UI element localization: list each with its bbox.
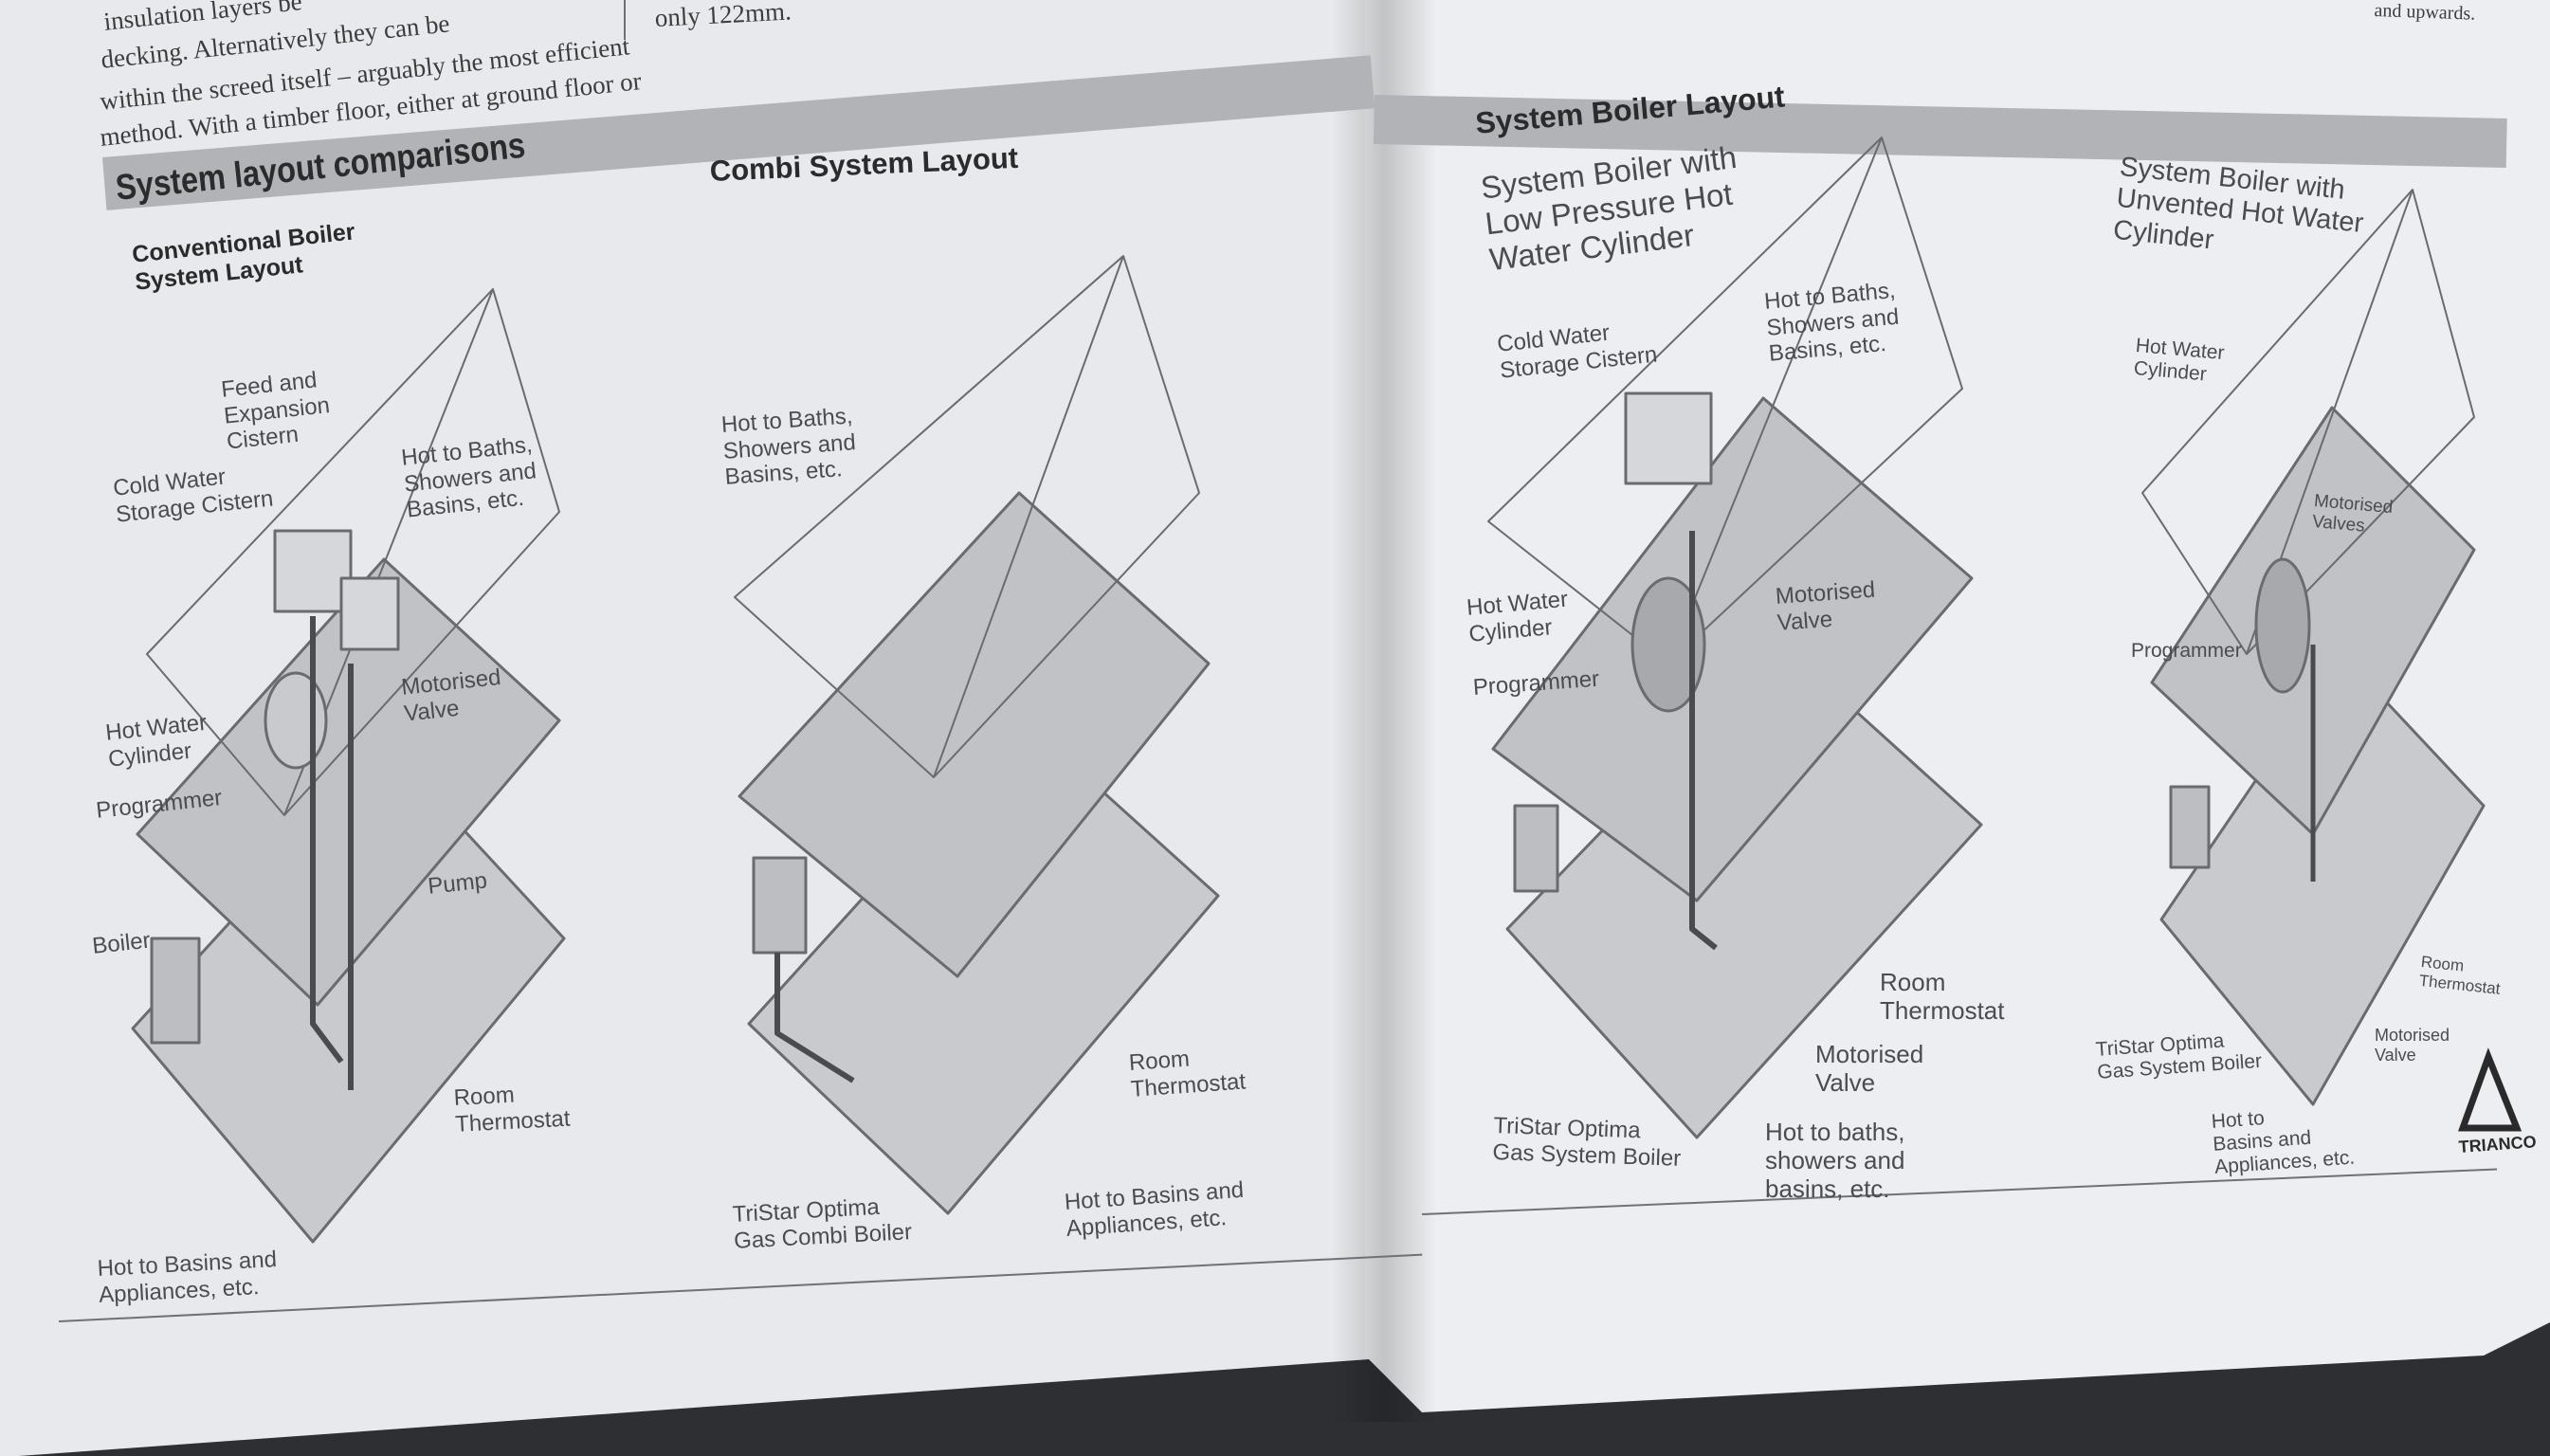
combi-boiler-label: TriStar Optima Gas Combi Boiler: [732, 1193, 913, 1254]
conv-room-thermostat-label: Room Thermostat: [453, 1082, 572, 1138]
conv-motorised-valve-label: Motorised Valve: [400, 664, 502, 727]
lp-motorised-valve-2-label: Motorised Valve: [1815, 1040, 1924, 1097]
lp-hot-basins-label: Hot to baths, showers and basins, etc.: [1765, 1118, 1905, 1203]
lp-boiler-label: TriStar Optima Gas System Boiler: [1492, 1113, 1682, 1172]
book-gutter: [1332, 0, 1436, 1422]
conv-hot-water-cylinder-label: Hot Water Cylinder: [104, 709, 209, 773]
unvented-diagram: [2141, 189, 2486, 1106]
uv-programmer-label: Programmer: [2131, 640, 2242, 662]
conv-hot-baths-label: Hot to Baths, Showers and Basins, etc.: [400, 431, 538, 523]
conventional-diagram: [131, 288, 566, 1244]
lp-hot-baths-label: Hot to Baths, Showers and Basins, etc.: [1763, 277, 1901, 367]
conv-feed-expansion-label: Feed and Expansion Cistern: [220, 367, 332, 455]
combi-hot-baths-label: Hot to Baths, Showers and Basins, etc.: [720, 403, 857, 490]
uv-motorised-valve-label: Motorised Valve: [2375, 1026, 2450, 1065]
combi-diagram: [734, 255, 1220, 1215]
uv-motorised-valves-label: Motorised Valves: [2311, 491, 2395, 537]
combi-room-thermostat-label: Room Thermostat: [1128, 1046, 1247, 1102]
trianco-logo-mark: [2458, 1047, 2523, 1132]
uv-hot-basins-label: Hot to Basins and Appliances, etc.: [2211, 1107, 2356, 1179]
lp-hot-water-cylinder-label: Hot Water Cylinder: [1466, 586, 1570, 647]
lp-motorised-valve-label: Motorised Valve: [1775, 576, 1877, 636]
conv-hot-basins-label: Hot to Basins and Appliances, etc.: [97, 1247, 278, 1308]
low-pressure-diagram: [1487, 136, 1983, 1139]
uv-hot-water-cylinder-label: Hot Water Cylinder: [2132, 335, 2226, 386]
lp-room-thermostat-label: Room Thermostat: [1880, 968, 2005, 1025]
intro-column-divider: [624, 0, 626, 40]
